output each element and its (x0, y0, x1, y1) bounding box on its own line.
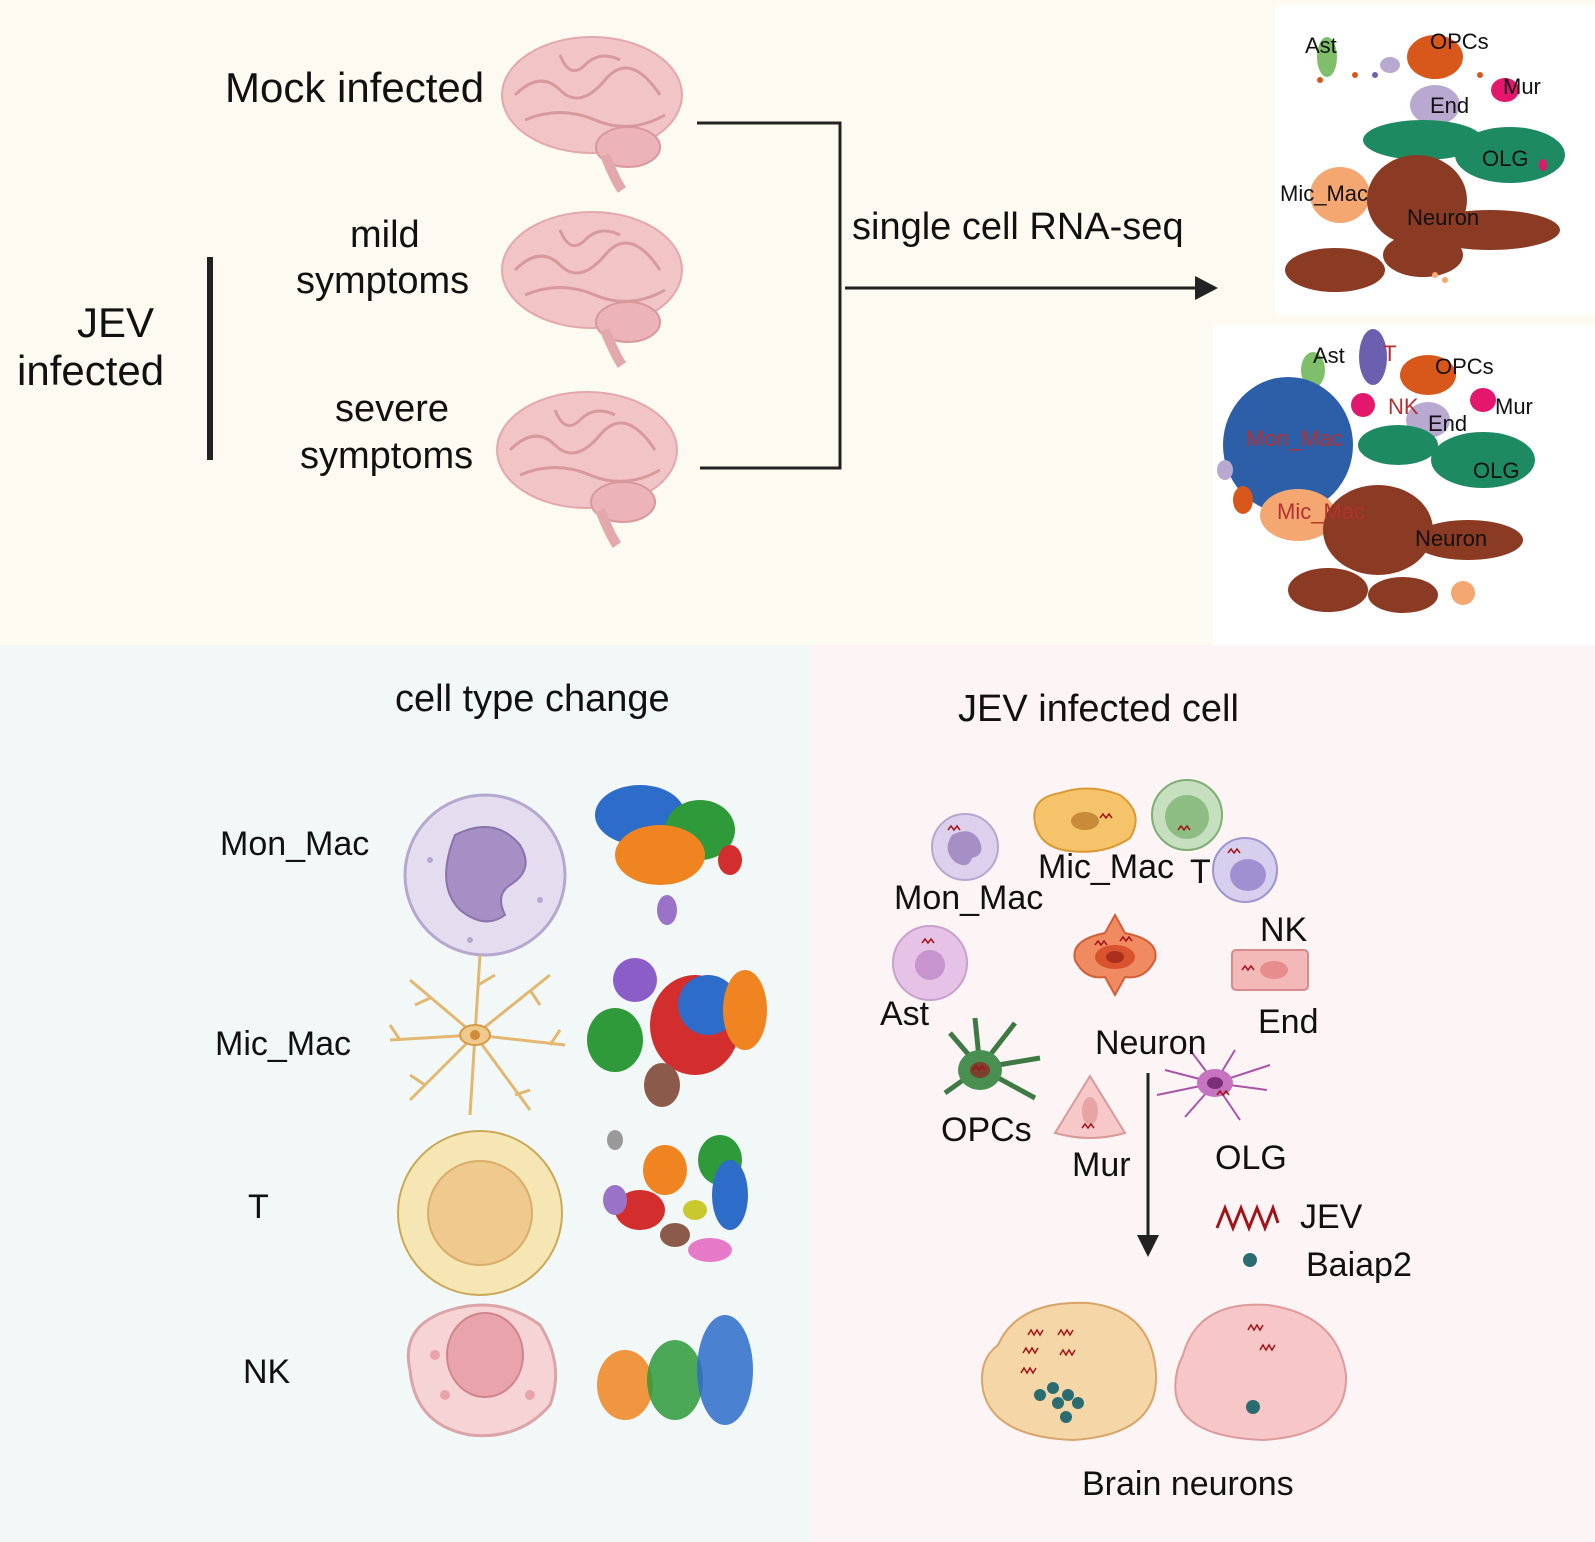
jev-label-end: End (1258, 1003, 1319, 1041)
end-infected-icon (1231, 949, 1309, 991)
neuron-infected-icon (1073, 912, 1157, 998)
umap-jev-plot (1213, 325, 1595, 645)
jev-infected-cell-panel: JEV infected cell (810, 645, 1595, 1542)
umap-jev-olg-label: OLG (1473, 458, 1520, 483)
jev-legend-icon (1215, 1203, 1280, 1233)
jev-label-line2: infected (17, 347, 165, 394)
jev-label-opcs: OPCs (941, 1111, 1032, 1149)
t-infected-icon (1151, 779, 1223, 851)
legend-jev-label: JEV (1300, 1198, 1363, 1236)
mic-mac-umap-thumbnail (587, 958, 767, 1107)
infected-neuron-high-icon (981, 1301, 1158, 1442)
olg-infected-icon (1156, 1049, 1271, 1121)
umap-jev-micmac-label: Mic_Mac (1277, 499, 1366, 524)
jev-label-olg: OLG (1215, 1139, 1287, 1177)
jev-label-t: T (1190, 853, 1211, 891)
umap-mock-end-label: End (1430, 93, 1470, 118)
umap-mock-neuron-label: Neuron (1407, 205, 1480, 230)
baiap2-legend-icon (1243, 1253, 1257, 1267)
t-cell-icon (397, 1130, 563, 1296)
severe-label-line1: severe (335, 388, 450, 430)
jev-label-mon-mac: Mon_Mac (894, 879, 1044, 917)
mic-mac-cell-icon (388, 954, 566, 1116)
mock-brain-icon (501, 36, 683, 193)
umap-jev-nk-label: NK (1388, 394, 1419, 419)
nk-umap-thumbnail (597, 1315, 753, 1425)
t-umap-thumbnail (603, 1130, 748, 1262)
mock-infected-label: Mock infected (225, 64, 485, 111)
top-panel: Mock infected mild symptoms severe sympt… (0, 0, 1595, 645)
jev-label-ast: Ast (880, 995, 930, 1033)
cell-label-nk: NK (243, 1353, 291, 1391)
brain-neurons-label: Brain neurons (1082, 1465, 1294, 1503)
cell-type-change-title: cell type change (395, 678, 670, 720)
umap-mock-ast-label: Ast (1305, 33, 1337, 58)
cell-label-mic-mac: Mic_Mac (215, 1025, 352, 1063)
nk-infected-icon (1212, 837, 1278, 903)
cell-type-change-panel: cell type change Mon_Mac Mic_Mac T NK (0, 645, 810, 1542)
umap-mock-micmac-label: Mic_Mac (1280, 181, 1369, 206)
nk-cell-icon (406, 1303, 558, 1438)
umap-jev-opcs-label: OPCs (1435, 354, 1494, 379)
umap-mock-mur-label: Mur (1503, 74, 1541, 99)
down-arrow (1137, 1073, 1159, 1257)
legend-baiap2-label: Baiap2 (1306, 1246, 1412, 1284)
mur-infected-icon (1053, 1074, 1127, 1139)
cell-label-mon-mac: Mon_Mac (220, 825, 370, 863)
umap-jev-t-label: T (1383, 341, 1397, 366)
umap-jev-monmac-label: Mon_Mac (1246, 426, 1343, 451)
infected-neuron-low-icon (1174, 1303, 1348, 1442)
mon-mac-infected-icon (931, 813, 999, 881)
mild-label-line1: mild (350, 214, 420, 256)
jev-label-nk: NK (1260, 911, 1308, 949)
mild-brain-icon (501, 211, 683, 368)
jev-label-mic-mac: Mic_Mac (1038, 848, 1175, 886)
jev-label-neuron: Neuron (1095, 1024, 1207, 1062)
umap-mock-plot (1275, 5, 1595, 315)
cell-label-t: T (248, 1188, 269, 1226)
mild-label-line2: symptoms (296, 260, 470, 302)
mic-mac-infected-icon (1033, 787, 1137, 853)
jev-label-mur: Mur (1072, 1146, 1131, 1184)
umap-mock-opcs-label: OPCs (1430, 29, 1489, 54)
ast-infected-icon (892, 925, 968, 1001)
jev-label-line1: JEV (77, 299, 155, 346)
umap-jev-mur-label: Mur (1495, 394, 1533, 419)
umap-jev-end-label: End (1428, 411, 1468, 436)
flow-connectors (207, 121, 1218, 470)
umap-jev-ast-label: Ast (1313, 343, 1345, 368)
severe-label-line2: symptoms (300, 435, 474, 477)
umap-jev-neuron-label: Neuron (1415, 526, 1488, 551)
method-label: single cell RNA-seq (852, 206, 1184, 248)
jev-infected-cell-title: JEV infected cell (958, 688, 1239, 730)
umap-mock-olg-label: OLG (1482, 146, 1529, 171)
mon-mac-umap-thumbnail (595, 785, 742, 925)
opcs-infected-icon (943, 1017, 1041, 1101)
severe-brain-icon (496, 391, 678, 548)
mon-mac-cell-icon (403, 793, 567, 957)
